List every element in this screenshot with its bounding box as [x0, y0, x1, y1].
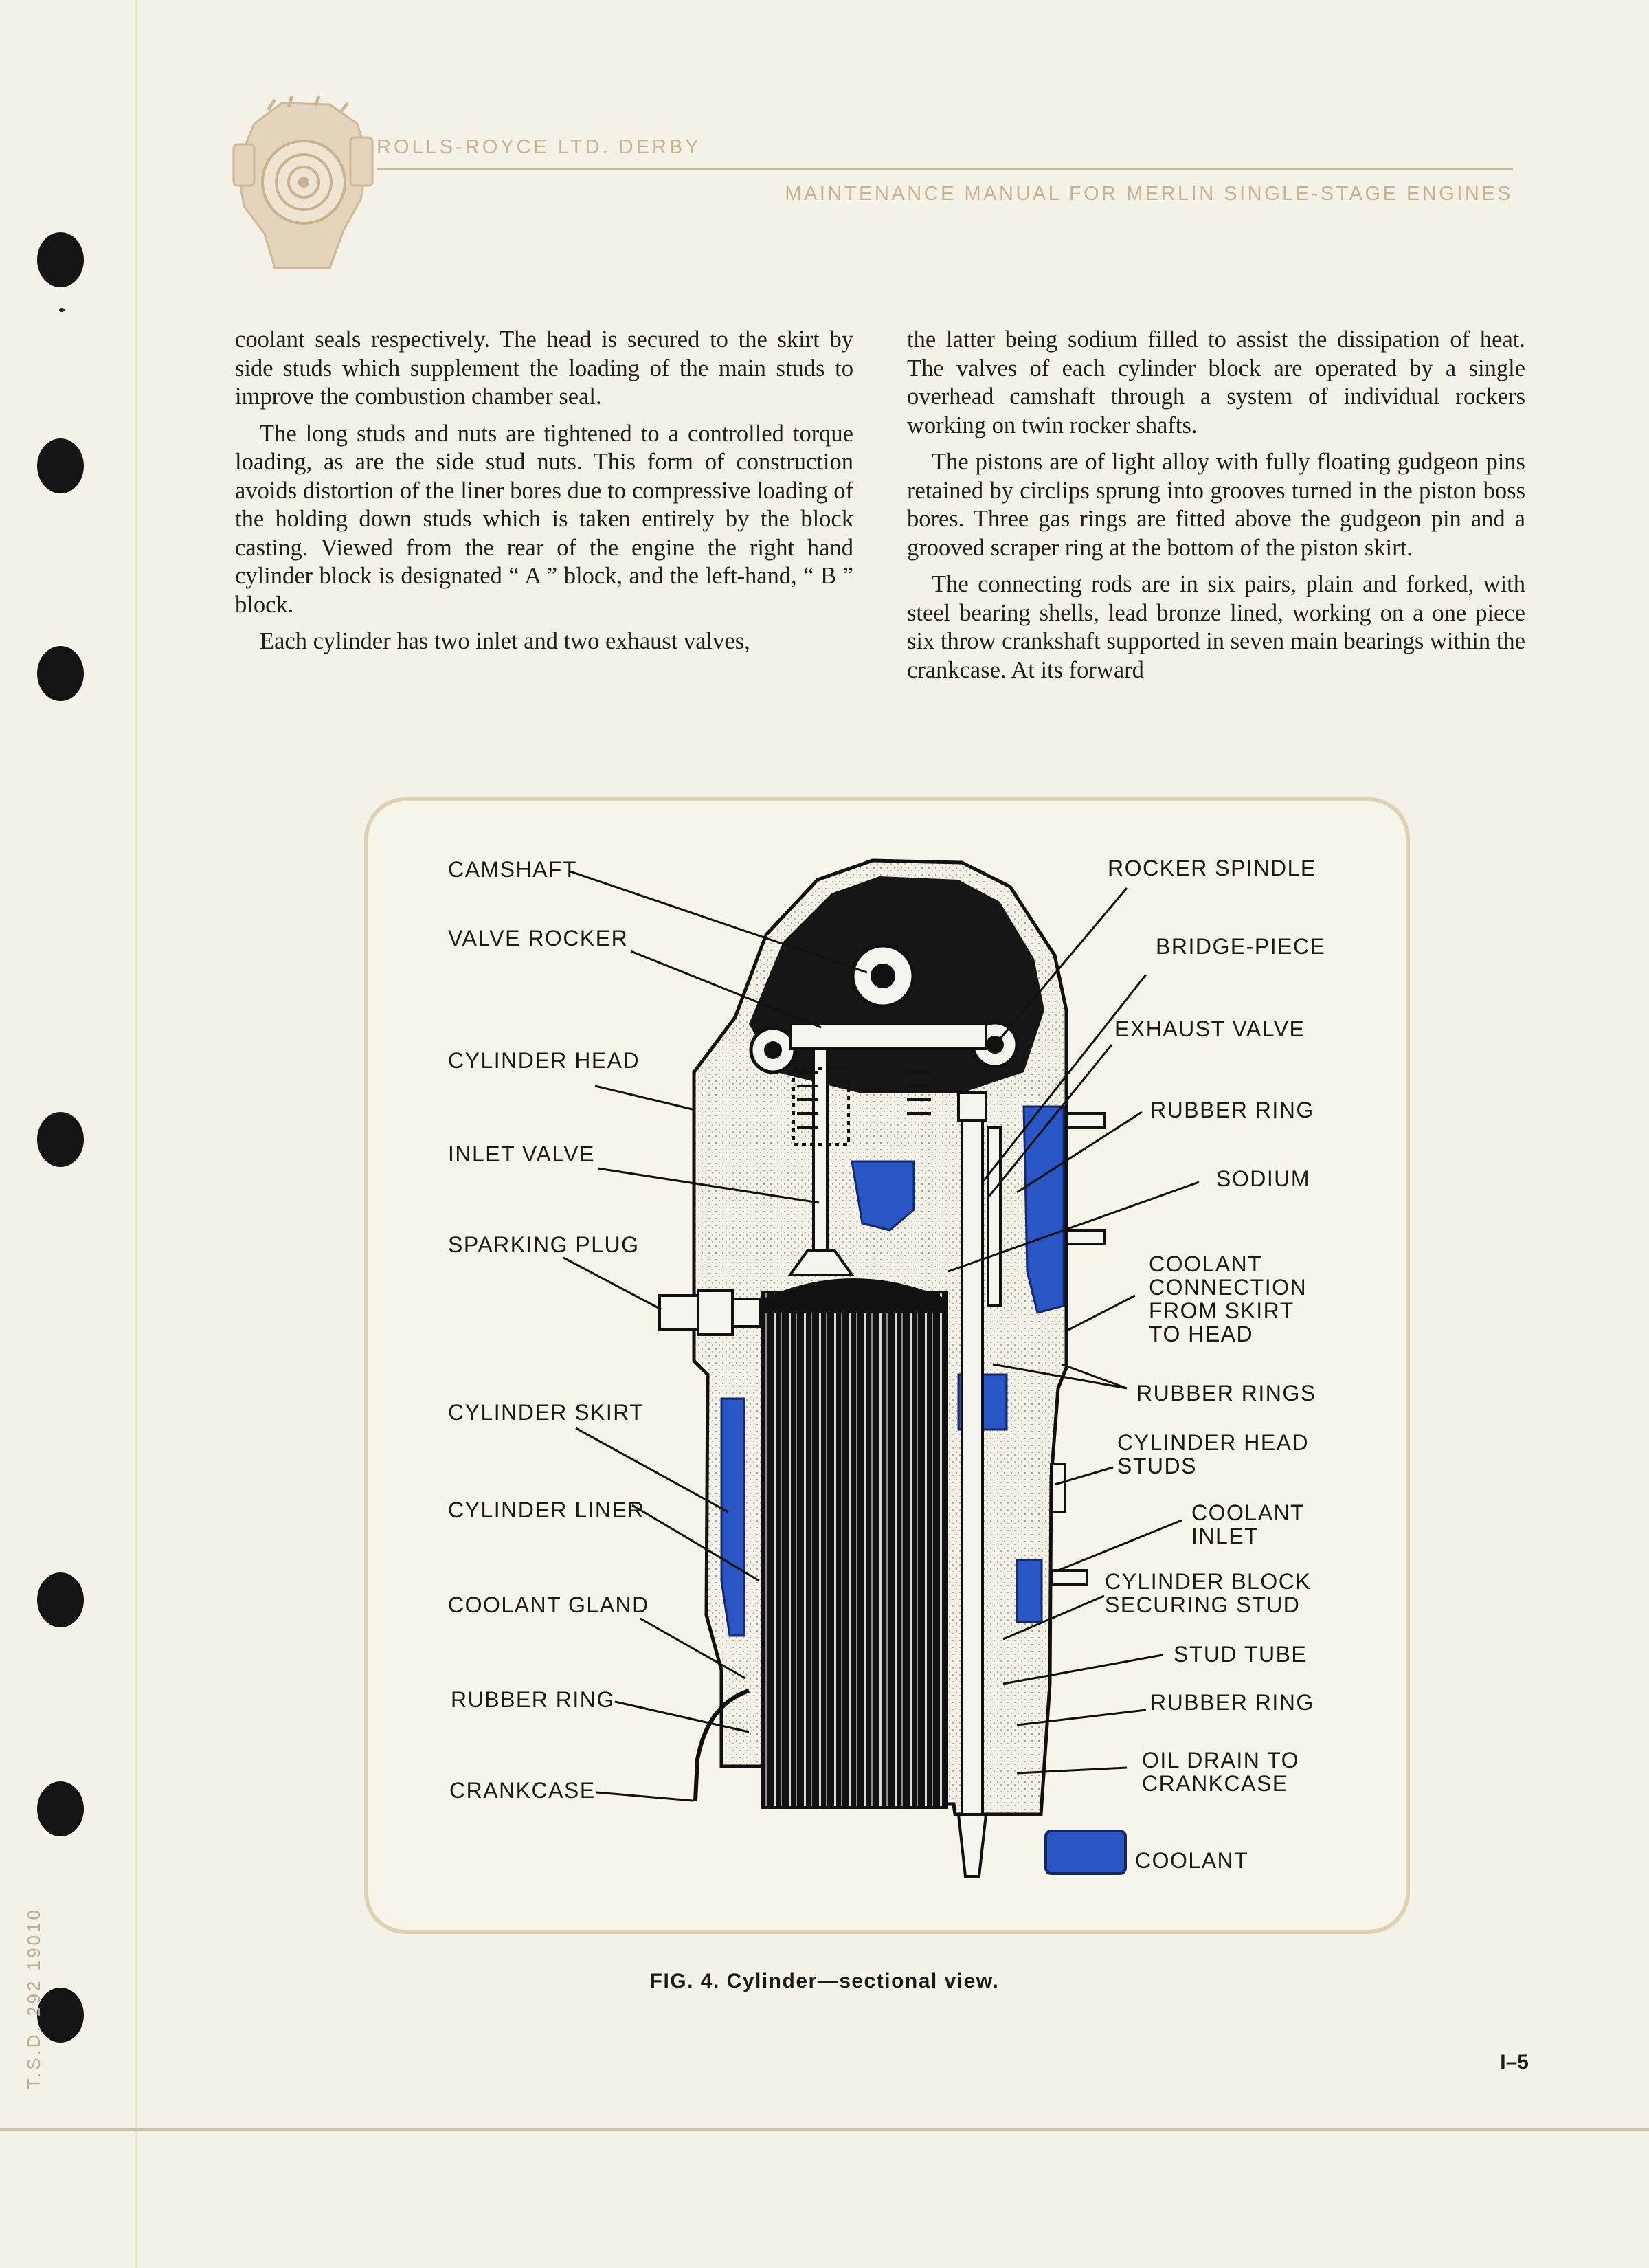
callout-rocker-spindle: ROCKER SPINDLE	[1108, 856, 1316, 880]
header-company: ROLLS-ROYCE LTD. DERBY	[377, 136, 702, 158]
page-bottom-edge	[0, 2128, 1649, 2131]
callout-camshaft: CAMSHAFT	[448, 857, 577, 882]
binder-hole	[37, 232, 84, 287]
callout-cylinder-head: CYLINDER HEAD	[448, 1048, 640, 1073]
callout-cylinder-liner: CYLINDER LINER	[448, 1498, 644, 1522]
inlet-valve	[787, 1030, 855, 1276]
callout-valve-rocker: VALVE ROCKER	[448, 926, 629, 950]
binder-hole	[37, 1572, 84, 1627]
paragraph: coolant seals respectively. The head is …	[235, 326, 853, 410]
body-column-left: coolant seals respectively. The head is …	[235, 326, 853, 665]
combustion-chamber	[763, 1278, 947, 1313]
callout-cylinder-block-securing-stud: CYLINDER BLOCK SECURING STUD	[1105, 1569, 1312, 1617]
paragraph: Each cylinder has two inlet and two exha…	[260, 628, 750, 654]
binder-hole	[37, 438, 84, 493]
crankcase-lip	[693, 1689, 750, 1801]
document-code: T.S.D. 292 19010	[23, 1907, 44, 2089]
valve-springs	[797, 1071, 931, 1129]
body-column-right: the latter being sodium filled to assist…	[907, 326, 1525, 693]
ink-speck	[59, 308, 65, 312]
callout-bridge-piece: BRIDGE-PIECE	[1156, 934, 1326, 959]
binder-hole	[37, 646, 84, 701]
coolant-passages	[720, 1105, 1065, 1637]
exhaust-valve-stud	[956, 1091, 1002, 1878]
coolant-legend-swatch	[1044, 1830, 1127, 1875]
side-studs	[1050, 1112, 1106, 1586]
callout-exhaust-valve: EXHAUST VALVE	[1114, 1016, 1305, 1041]
callout-coolant-inlet: COOLANT INLET	[1191, 1500, 1305, 1548]
paragraph: the latter being sodium filled to assist…	[907, 326, 1525, 438]
paragraph: The pistons are of light alloy with full…	[907, 449, 1525, 561]
header-rule	[377, 168, 1513, 170]
callout-stud-tube: STUD TUBE	[1174, 1642, 1308, 1667]
callout-oil-drain: OIL DRAIN TO CRANKCASE	[1142, 1748, 1300, 1796]
callout-crankcase: CRANKCASE	[449, 1778, 596, 1803]
callout-rubber-ring-top: RUBBER RING	[1150, 1098, 1314, 1122]
cylinder-liner-bore	[761, 1291, 948, 1809]
cylinder-sectional-diagram	[563, 858, 1200, 1878]
sparking-plug	[658, 1289, 761, 1336]
paragraph: The long studs and nuts are tightened to…	[235, 420, 853, 618]
callout-sparking-plug: SPARKING PLUG	[448, 1232, 640, 1257]
leader-lines	[563, 870, 1200, 1802]
coolant-legend-label: COOLANT	[1135, 1848, 1249, 1873]
binder-hole	[37, 1112, 84, 1167]
header-manual-title: MAINTENANCE MANUAL FOR MERLIN SINGLE-STA…	[785, 183, 1513, 205]
callout-rubber-ring: RUBBER RING	[451, 1687, 615, 1712]
figure-caption: FIG. 4. Cylinder—sectional view.	[649, 1970, 1000, 1992]
callout-coolant-gland: COOLANT GLAND	[448, 1592, 649, 1617]
page-fold-line	[135, 0, 137, 2268]
callout-cylinder-skirt: CYLINDER SKIRT	[448, 1400, 644, 1425]
callout-inlet-valve: INLET VALVE	[448, 1142, 595, 1166]
engine-emblem-icon	[232, 96, 374, 269]
callout-rubber-ring-bottom: RUBBER RING	[1150, 1690, 1314, 1715]
callout-sodium: SODIUM	[1216, 1166, 1310, 1191]
valve-rocker-bar	[789, 1023, 987, 1050]
callout-cylinder-head-studs: CYLINDER HEAD STUDS	[1117, 1430, 1310, 1478]
binder-hole	[37, 1988, 84, 2043]
page-number: I–5	[1500, 2051, 1529, 2074]
paragraph: The connecting rods are in six pairs, pl…	[907, 571, 1525, 683]
callout-rubber-rings: RUBBER RINGS	[1136, 1381, 1316, 1405]
callout-coolant-connection: COOLANT CONNECTION FROM SKIRT TO HEAD	[1149, 1252, 1308, 1346]
binder-hole	[37, 1781, 84, 1836]
